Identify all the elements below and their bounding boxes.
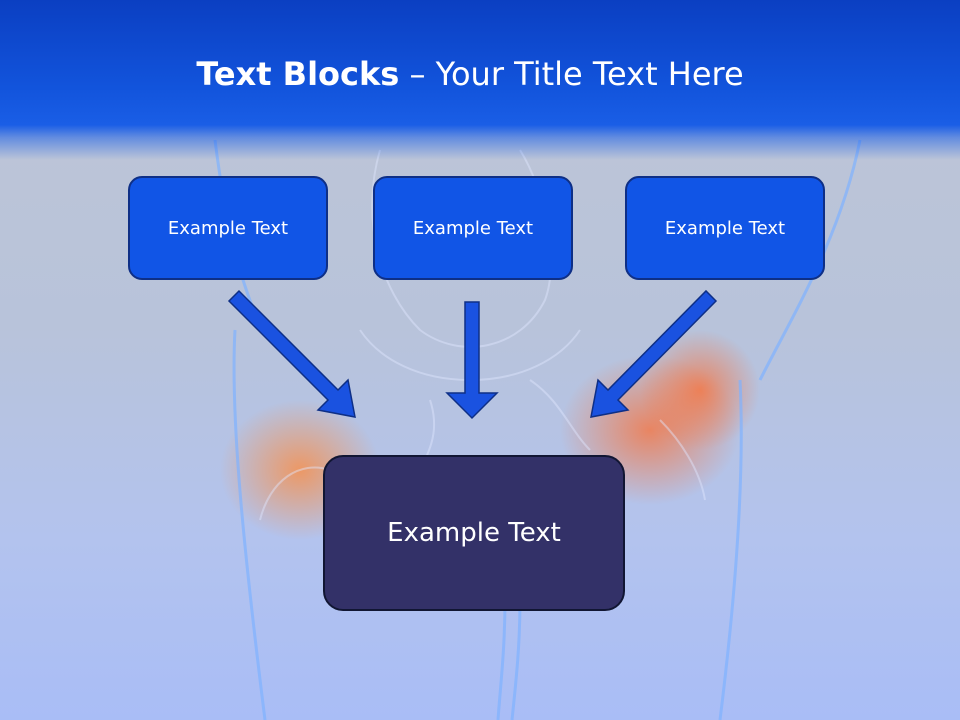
main-text-block: Example Text bbox=[323, 455, 625, 611]
text-block-3: Example Text bbox=[625, 176, 825, 280]
main-text-block-label: Example Text bbox=[387, 518, 561, 548]
title-bold: Text Blocks bbox=[196, 55, 400, 93]
text-block-1: Example Text bbox=[128, 176, 328, 280]
text-block-3-label: Example Text bbox=[664, 217, 786, 239]
slide-title: Text Blocks – Your Title Text Here bbox=[0, 52, 940, 96]
arrow-right bbox=[590, 289, 718, 418]
header-band bbox=[0, 0, 960, 160]
arrow-left bbox=[227, 289, 356, 418]
text-block-2-label: Example Text bbox=[412, 217, 534, 239]
title-dash: – bbox=[399, 55, 436, 93]
title-rest: Your Title Text Here bbox=[435, 55, 744, 93]
arrow-center bbox=[445, 301, 499, 420]
text-block-1-label: Example Text bbox=[167, 217, 289, 239]
text-block-2: Example Text bbox=[373, 176, 573, 280]
